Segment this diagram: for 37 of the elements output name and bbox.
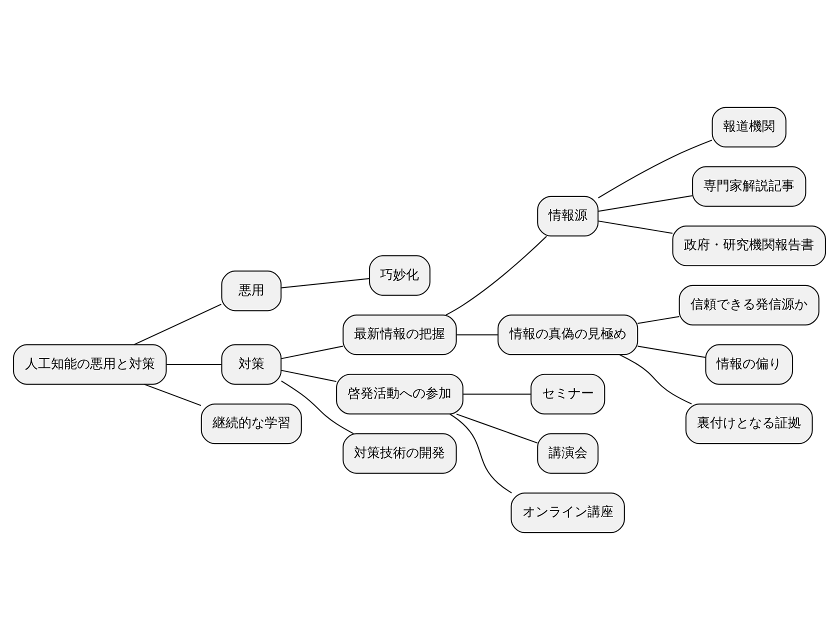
connector — [637, 346, 706, 358]
connector — [280, 346, 342, 360]
node-box: 最新情報の把握 — [342, 314, 456, 356]
connector — [445, 236, 546, 316]
node-box: 専門家解説記事 — [691, 166, 806, 207]
node-box: 政府・研究機関報告書 — [672, 226, 826, 266]
node-box: 裏付けとなる証拠 — [684, 404, 812, 444]
connector — [166, 364, 222, 366]
connector — [456, 334, 498, 336]
connector — [133, 304, 221, 346]
connector — [144, 384, 201, 406]
connector — [280, 380, 354, 434]
node-box: 信頼できる発信源か — [678, 284, 819, 326]
node-box: 継続的な学習 — [200, 404, 302, 444]
node-box: 対策 — [220, 344, 282, 385]
connector — [456, 414, 538, 444]
node-box: 悪用 — [220, 270, 282, 312]
connector — [598, 195, 692, 212]
node-box: 巧妙化 — [368, 255, 430, 296]
connector — [280, 370, 336, 382]
node-box: 対策技術の開発 — [342, 433, 456, 474]
connector — [637, 316, 679, 324]
node-box: 啓発活動への参加 — [336, 374, 463, 414]
connector — [598, 220, 672, 234]
node-box: セミナー — [530, 374, 605, 414]
node-box: 情報源 — [536, 196, 598, 236]
node-box: 報道機関 — [711, 106, 786, 148]
connector — [618, 354, 692, 404]
node-box: 情報の偏り — [704, 344, 793, 385]
node-box: 情報の真偽の見極め — [497, 314, 638, 356]
node-box: 人工知能の悪用と対策 — [12, 344, 166, 385]
connector — [462, 394, 530, 395]
node-box: 講演会 — [536, 433, 598, 474]
connector — [598, 140, 712, 198]
connector — [280, 278, 369, 288]
connector — [448, 414, 512, 494]
node-box: オンライン講座 — [510, 492, 624, 534]
